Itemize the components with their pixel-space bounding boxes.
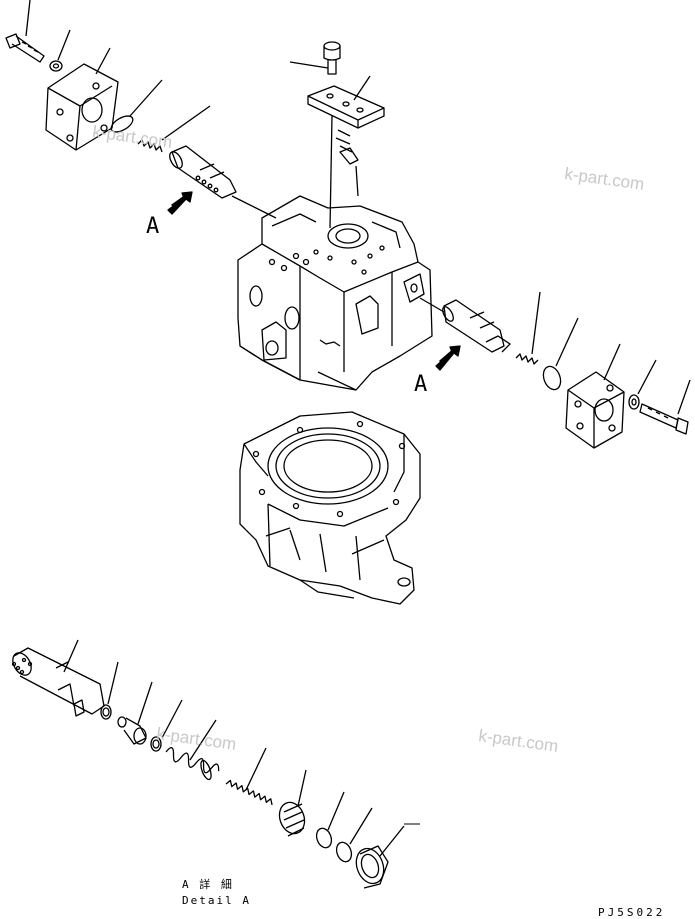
top-center-plate	[307, 75, 385, 129]
top-left-washer	[49, 29, 71, 72]
top-left-spring	[137, 105, 211, 153]
callout-a-right: A	[414, 372, 428, 397]
detail-large-spring	[165, 719, 220, 781]
top-left-valve-spool	[169, 145, 277, 219]
top-center-gasket	[335, 129, 359, 197]
right-bolt	[639, 379, 691, 435]
detail-caption-japanese: A 詳 細	[182, 878, 234, 891]
right-valve-spool	[419, 297, 511, 353]
detail-plug	[117, 681, 153, 745]
right-spring	[515, 291, 541, 365]
detail-nut	[355, 825, 405, 889]
detail-retaining-ring	[315, 791, 345, 849]
view-arrow-right	[435, 345, 461, 371]
detail-spool-sleeve	[11, 639, 105, 717]
right-cover-flange	[565, 343, 625, 449]
top-center-bolt	[289, 41, 341, 75]
right-washer	[628, 359, 657, 410]
valve-body	[237, 195, 433, 391]
top-left-o-ring	[110, 79, 163, 133]
detail-caption-english: Detail A	[182, 894, 251, 907]
callout-a-upper: A	[146, 214, 160, 239]
leader-plate-to-body	[329, 115, 333, 229]
detail-o-ring-large	[335, 807, 373, 863]
top-left-cover-flange	[45, 47, 119, 151]
pump-case	[239, 411, 421, 605]
detail-small-spring	[225, 747, 273, 806]
view-arrow-upper	[167, 191, 193, 215]
detail-snap-ring	[100, 661, 119, 720]
drawing-code: PJ5S022	[598, 906, 666, 919]
right-o-ring	[542, 317, 579, 391]
detail-spring-seat	[278, 769, 307, 837]
top-left-bolt	[5, 0, 45, 63]
detail-o-ring-small	[150, 699, 183, 752]
